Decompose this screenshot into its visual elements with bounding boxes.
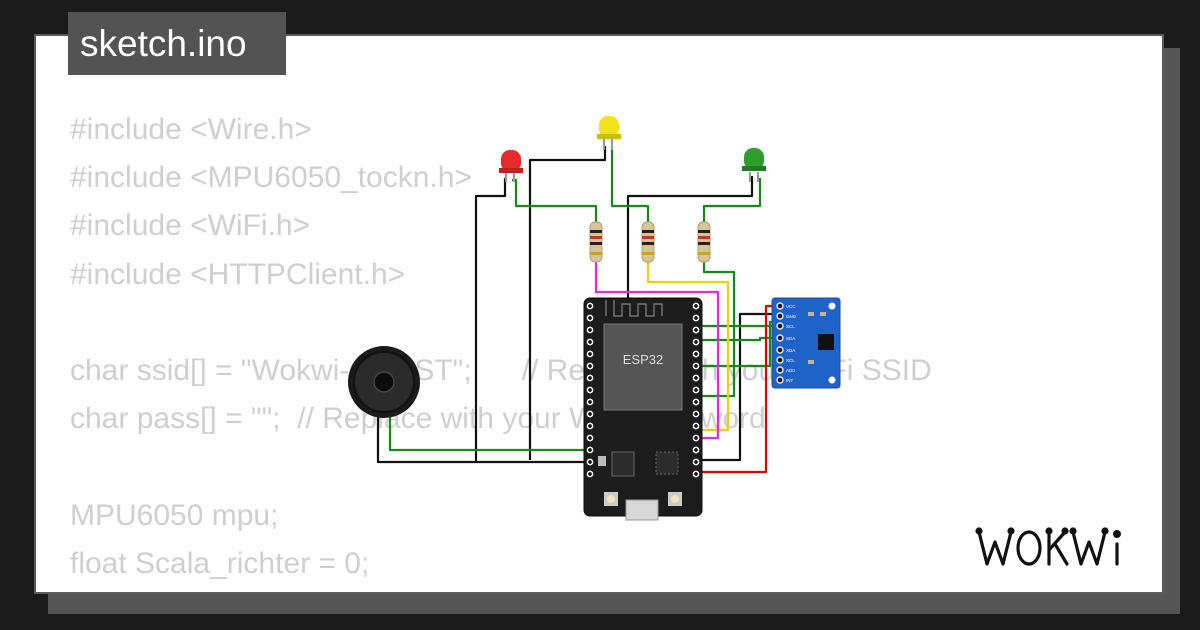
resistor: [697, 221, 711, 263]
wire-black: [474, 178, 588, 464]
led-yellow: [597, 116, 621, 150]
wire-magenta: [594, 262, 720, 440]
wire-green: [610, 146, 650, 222]
file-name-tab: sketch.ino: [68, 12, 286, 75]
led-green: [742, 148, 766, 182]
pin-label-gnd: GND: [786, 314, 797, 319]
led-red: [499, 150, 523, 182]
mpu6050-module: VCC GND SCL SDA XDA XCL AD0 INT: [771, 297, 841, 389]
pin-label-scl: SCL: [786, 324, 795, 329]
wire-black: [528, 146, 607, 460]
wokwi-logo-mark: [975, 527, 1122, 566]
pin-label-int: INT: [786, 378, 794, 383]
pin-label-ad0: AD0: [786, 368, 795, 373]
mcu-label: ESP32: [623, 352, 663, 367]
esp32-board: ESP32: [583, 297, 703, 521]
wire-green: [700, 262, 736, 398]
pin-label-vcc: VCC: [786, 304, 796, 309]
code-line: #include <WiFi.h>: [70, 209, 311, 243]
wire-black: [376, 408, 476, 464]
wire-black: [700, 312, 780, 462]
pin-label-xcl: XCL: [786, 358, 795, 363]
code-line: #include <MPU6050_tockn.h>: [70, 161, 472, 195]
wire-green: [388, 408, 588, 452]
code-line: #include <Wire.h>: [70, 113, 312, 146]
wire-green: [702, 178, 762, 222]
buzzer: [348, 346, 420, 418]
pin-label-sda: SDA: [786, 336, 795, 341]
wokwi-logo: [975, 522, 1150, 572]
wire-green: [512, 178, 598, 222]
code-line: MPU6050 mpu;: [70, 498, 279, 532]
code-line: #include <HTTPClient.h>: [70, 257, 406, 291]
resistor: [641, 221, 655, 263]
resistor: [589, 221, 603, 263]
code-line: float Scala_richter = 0;: [70, 546, 370, 580]
pin-label-xda: XDA: [786, 348, 795, 353]
